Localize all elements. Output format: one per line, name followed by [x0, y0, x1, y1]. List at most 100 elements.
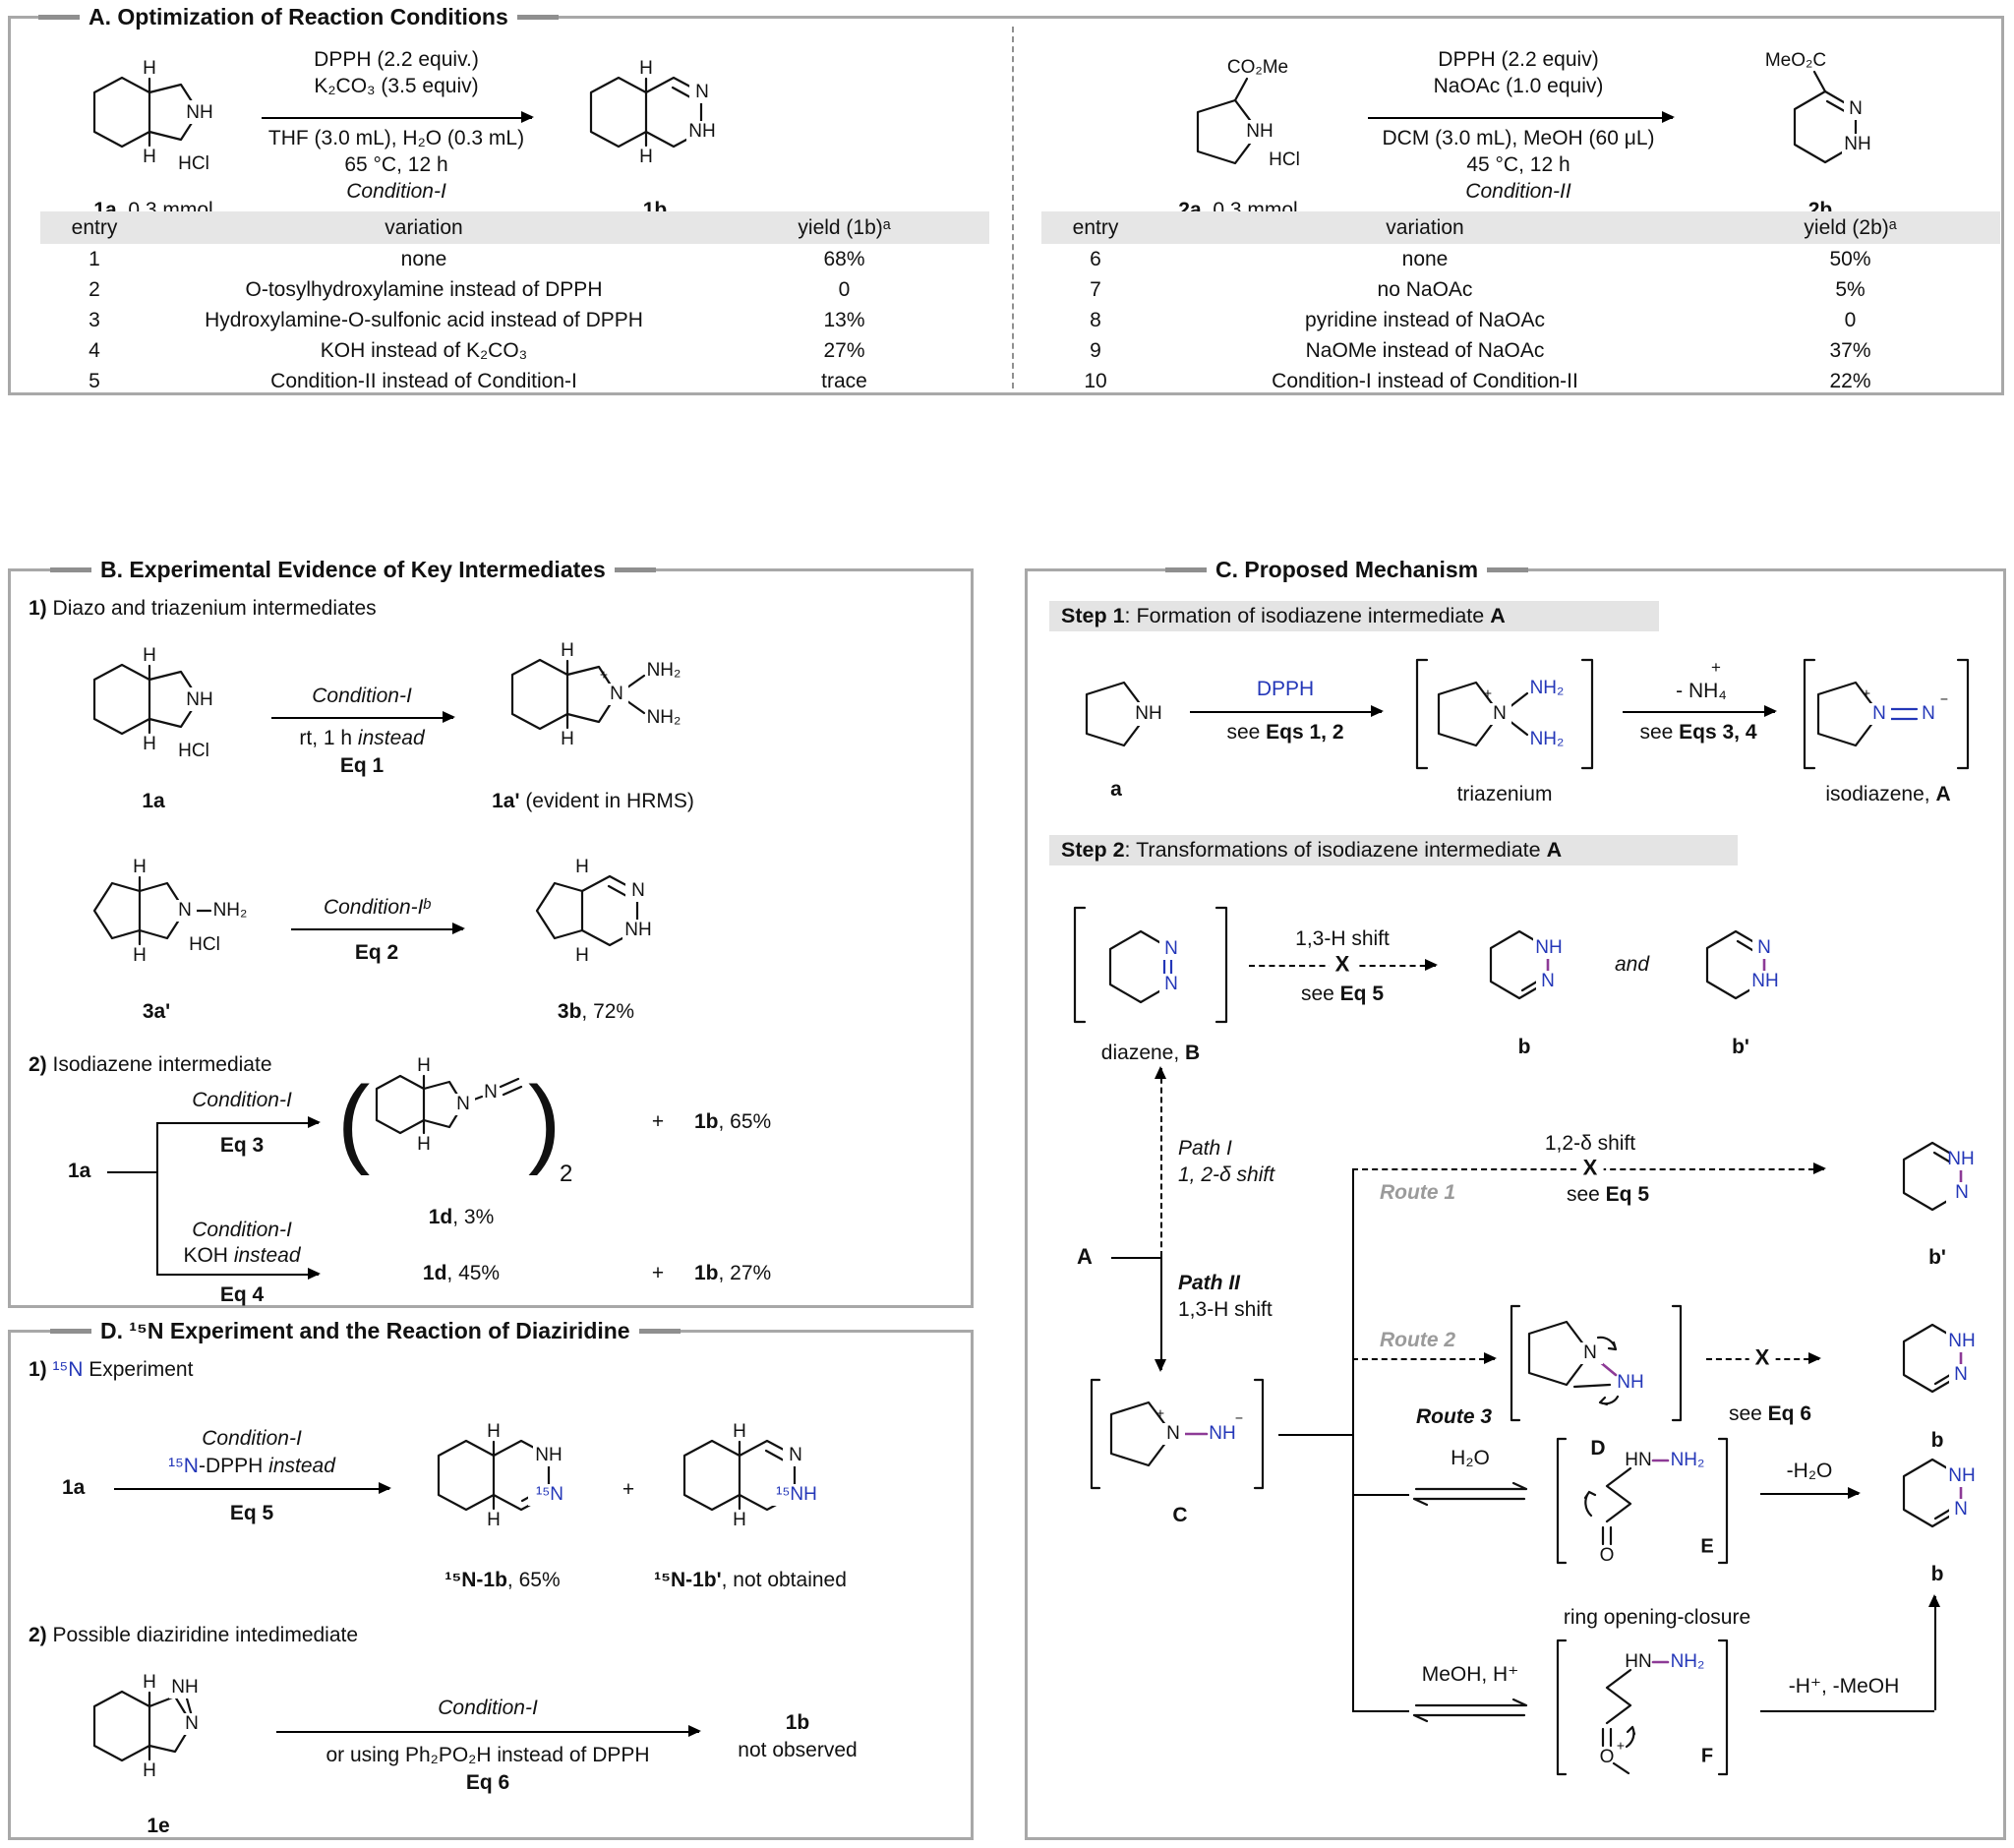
svg-text:¹⁵NH: ¹⁵NH: [776, 1484, 817, 1505]
structure-a: NH: [1085, 681, 1165, 747]
svg-text:−: −: [1235, 1410, 1243, 1426]
structure-1e: N NH H H: [92, 1672, 205, 1781]
see-equations-note: see Eq 5: [1566, 1183, 1650, 1206]
reaction-arrow: [156, 1116, 321, 1129]
svg-text:NH: NH: [1948, 1465, 1975, 1486]
svg-text:NH: NH: [1844, 134, 1870, 154]
structure-1b: N NH H H: [589, 58, 719, 167]
conditions-line: K₂CO₃ (3.5 equiv): [314, 75, 479, 97]
conditions-line: 45 °C, 12 h: [1466, 153, 1570, 176]
table-header-row: entry variation yield (2b)ᵃ: [1041, 211, 2000, 244]
equilibrium-arrows: [1412, 1482, 1528, 1507]
svg-text:H: H: [417, 1134, 431, 1155]
svg-text:NH: NH: [1135, 703, 1161, 724]
equation-number: Eq 3: [219, 1134, 265, 1157]
see-equations-note: see Eq 5: [1300, 983, 1385, 1005]
plus-sign: +: [651, 1262, 665, 1284]
ring-opening-note: ring opening-closure: [1563, 1606, 1751, 1629]
condition-name: Condition-I: [192, 1089, 292, 1111]
conditions-line: rt, 1 h instead: [299, 727, 425, 749]
minus-meoh-label: -H⁺, -MeOH: [1788, 1675, 1900, 1698]
structure-1a: NH H H HCl: [92, 58, 216, 174]
panel-d-15n-experiment: D. ¹⁵N Experiment and the Reaction of Di…: [8, 1318, 974, 1840]
svg-text:O: O: [1600, 1747, 1615, 1767]
svg-text:+: +: [1863, 686, 1870, 701]
svg-text:N: N: [610, 684, 623, 704]
svg-text:NH₂: NH₂: [1530, 678, 1565, 698]
svg-text:NH: NH: [186, 689, 212, 710]
conditions-line: KOH instead: [183, 1244, 301, 1267]
x-mark: X: [1329, 951, 1356, 978]
structure-b: NH N: [1489, 929, 1565, 1000]
structure-triazenium: N + NH₂ NH₂: [1415, 658, 1594, 770]
equilibrium-arrows: [1412, 1699, 1528, 1723]
svg-text:+: +: [1617, 1738, 1625, 1754]
reaction-arrow: [1190, 705, 1384, 718]
reaction-arrow: [156, 1268, 321, 1281]
svg-text:H: H: [561, 640, 574, 661]
svg-text:N: N: [1954, 1364, 1968, 1385]
svg-text:N: N: [1849, 98, 1863, 119]
reaction-arrow: [114, 1482, 391, 1495]
svg-text:HCl: HCl: [189, 934, 220, 955]
svg-text:NH₂: NH₂: [647, 660, 681, 681]
minus-water-label: -H₂O: [1786, 1460, 1833, 1482]
up-arrow-to-b: [1928, 1594, 1941, 1710]
and-text: and: [1615, 953, 1650, 976]
svg-text:H: H: [639, 58, 653, 79]
structure-3a-prime: N NH₂ HCl H H: [92, 857, 248, 966]
branch-line: [1352, 1494, 1409, 1496]
svg-text:N: N: [631, 880, 645, 901]
compound-a-label: a: [1110, 778, 1122, 801]
panel-d-title-text: D. ¹⁵N Experiment and the Reaction of Di…: [91, 1318, 639, 1344]
svg-text:H: H: [143, 1760, 156, 1781]
svg-text:H: H: [143, 58, 156, 79]
branch-line: [156, 1122, 158, 1274]
structure-2a: NH CO₂Me HCl: [1196, 57, 1300, 170]
branch-line: [1278, 1434, 1352, 1436]
compound-15n-1b-prime-label: ¹⁵N-1b', not obtained: [654, 1569, 847, 1591]
svg-text:N: N: [1583, 1342, 1597, 1363]
condition-name: Condition-II: [1465, 180, 1571, 203]
svg-text:N: N: [1164, 974, 1178, 994]
reagent-15n-dpph: ¹⁵N-DPPH instead: [168, 1455, 335, 1477]
svg-text:NH₂: NH₂: [1671, 1450, 1705, 1470]
path1-label: Path I: [1178, 1137, 1232, 1160]
svg-text:N: N: [484, 1082, 498, 1103]
svg-text:(: (: [337, 1066, 370, 1176]
svg-text:N: N: [1757, 937, 1771, 958]
equation-number: Eq 6: [465, 1771, 510, 1794]
compound-1d-label: 1d, 3%: [428, 1206, 495, 1228]
structure-isodiazene-A: N + N −: [1803, 658, 1970, 770]
svg-text:2: 2: [560, 1161, 572, 1187]
svg-text:NH₂: NH₂: [213, 900, 248, 921]
title-rule-icon: [638, 1329, 681, 1334]
path2-arrow: [1155, 1257, 1167, 1372]
structure-C: N + NH −: [1090, 1378, 1265, 1490]
compound-b-label: b: [1930, 1563, 1944, 1585]
reaction-arrow: [262, 111, 534, 124]
title-rule-icon: [50, 567, 91, 572]
compound-1e-label: 1e: [147, 1815, 170, 1837]
svg-text:N: N: [1164, 938, 1178, 959]
svg-text:H: H: [133, 945, 147, 966]
reaction-arrow: [276, 1725, 701, 1738]
plus-sign: +: [651, 1110, 665, 1133]
svg-text:H: H: [575, 857, 589, 877]
compound-b-label: b: [1930, 1429, 1944, 1452]
svg-text:NH: NH: [535, 1445, 562, 1465]
svg-text:HCl: HCl: [1269, 149, 1300, 170]
compound-1a-label: 1a: [62, 1476, 86, 1499]
conditions-line: or using Ph₂PO₂H instead of DPPH: [326, 1744, 650, 1766]
panel-c-title: C. Proposed Mechanism: [1165, 557, 1529, 583]
svg-text:N: N: [185, 1713, 199, 1734]
svg-text:HCl: HCl: [178, 741, 209, 761]
structure-1d-dimer: ( ) 2 N N H H: [337, 1055, 572, 1187]
title-rule-icon: [38, 15, 80, 20]
svg-text:NH: NH: [1617, 1372, 1643, 1393]
result-note: not observed: [738, 1739, 858, 1761]
